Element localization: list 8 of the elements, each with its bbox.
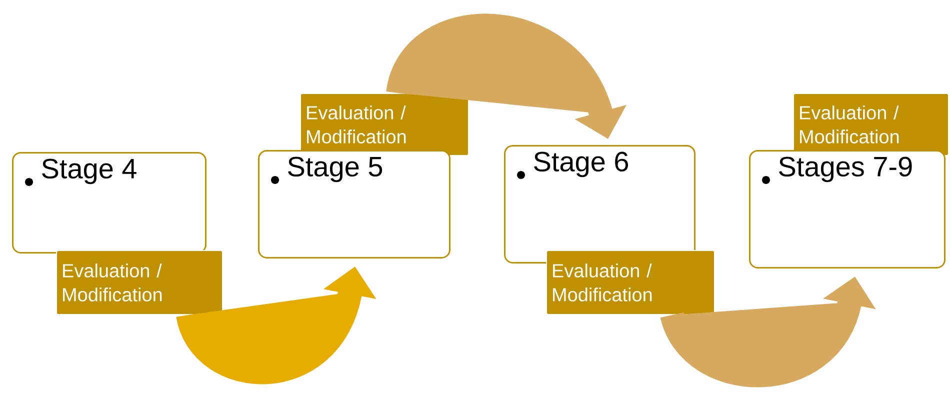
evaluation-box: Evaluation / Modification: [300, 93, 469, 156]
evaluation-box: Evaluation / Modification: [793, 93, 949, 156]
stage-box: Stages 7-9: [749, 150, 946, 268]
stage-box: Stage 6: [504, 145, 696, 264]
evaluation-box: Evaluation / Modification: [546, 250, 715, 315]
stage-box: Stage 5: [258, 150, 450, 258]
evaluation-box: Evaluation / Modification: [56, 250, 223, 315]
stage-box: Stage 4: [12, 152, 207, 254]
